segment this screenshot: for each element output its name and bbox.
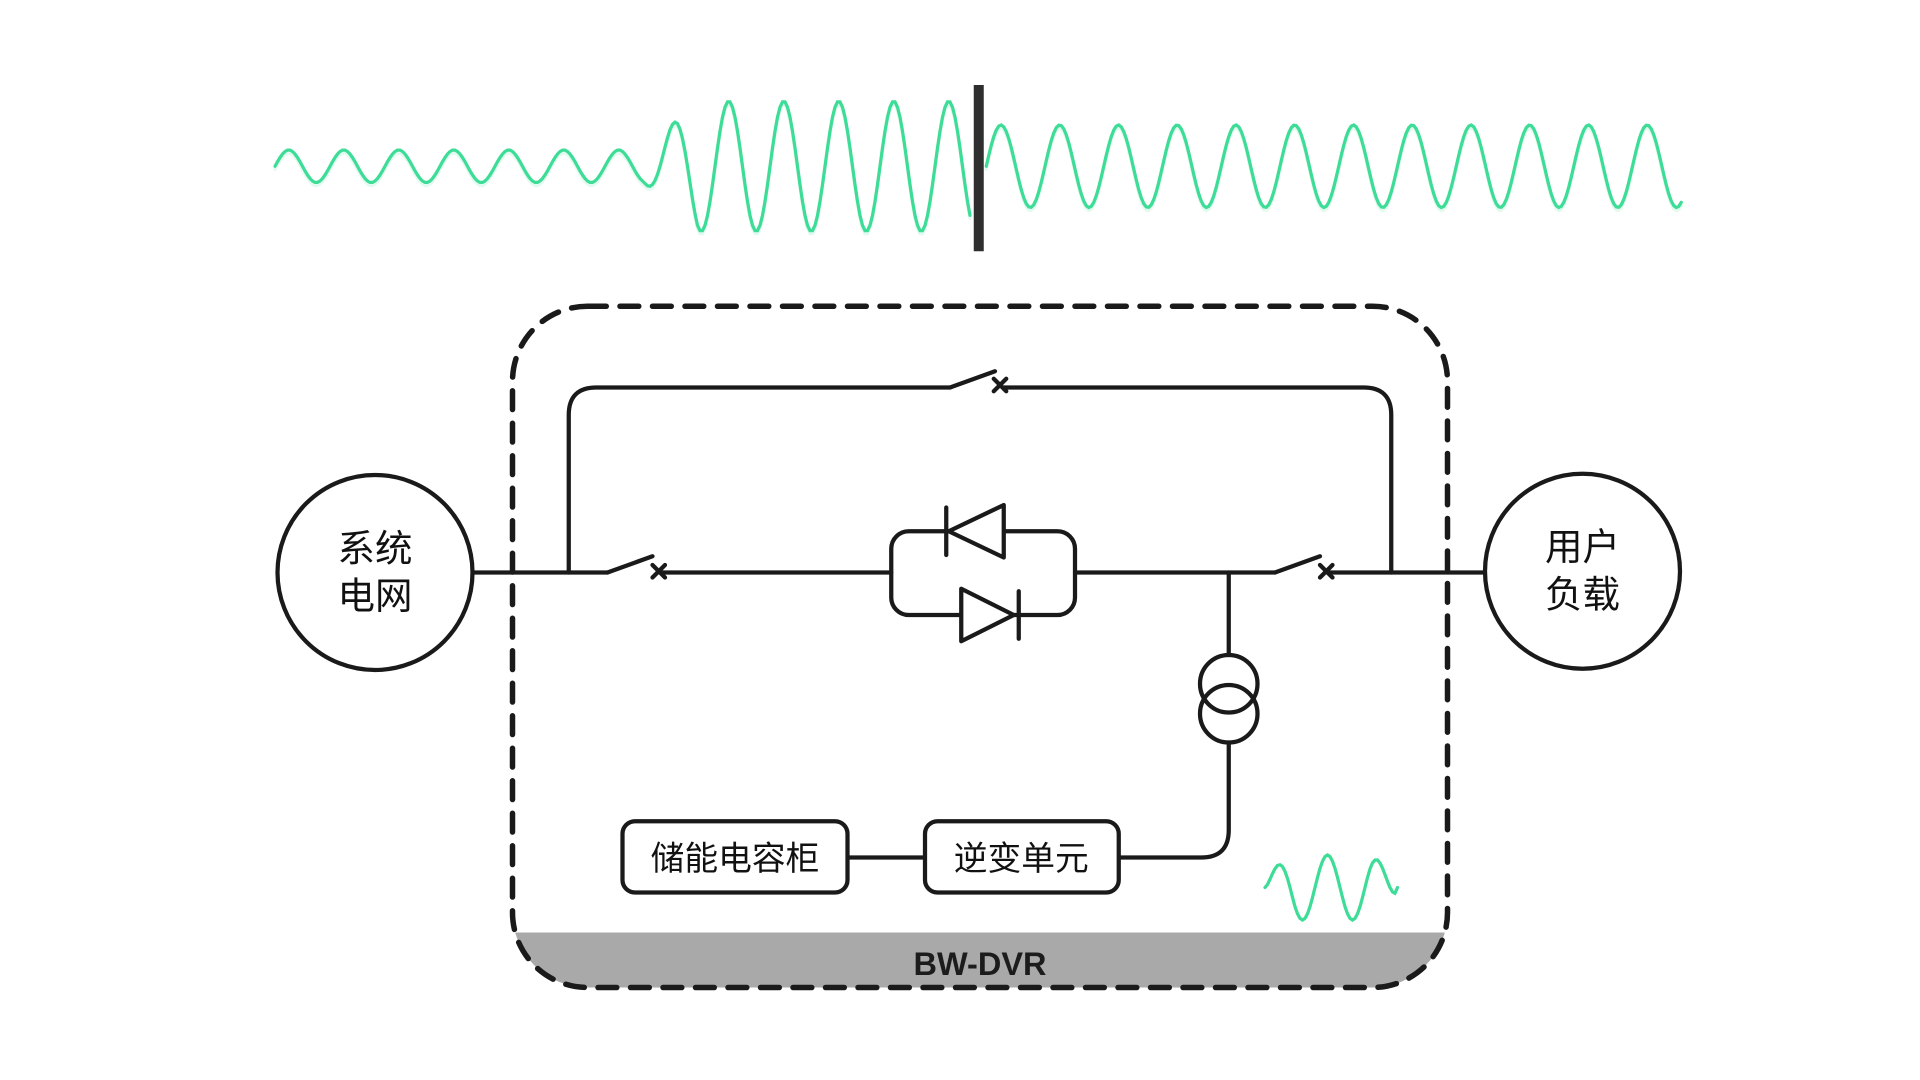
bypass-switch-blade <box>947 369 998 390</box>
load-node-label-line1: 用户 <box>1545 526 1620 568</box>
waveform-glow <box>986 128 1681 211</box>
bypass-line-left <box>566 385 953 575</box>
series-switch-left-x <box>650 562 668 580</box>
dvr-boundary <box>509 303 1451 991</box>
compensation-waveform <box>1263 853 1400 922</box>
dvr-footer-label: BW-DVR <box>914 946 1047 982</box>
load-node-label-line2: 负载 <box>1545 574 1620 616</box>
grid-node-circle <box>275 472 475 673</box>
transformer-coil-top <box>1197 652 1260 715</box>
dvr-enclosure: BW-DVR <box>509 303 1451 991</box>
load-node: 用户 负载 <box>1482 471 1683 671</box>
waveform-after-fault <box>984 123 1683 210</box>
load-node-circle <box>1482 471 1683 671</box>
compensation-wave-path <box>1263 853 1400 922</box>
series-switch-right-blade <box>1272 554 1323 575</box>
dvr-footer-bar <box>512 932 1448 988</box>
grid-node-label-line2: 电网 <box>338 575 413 617</box>
capacitor-box-label: 储能电容柜 <box>651 840 820 878</box>
series-switch-left-blade <box>605 554 655 575</box>
grid-node-label-line1: 系统 <box>338 527 413 569</box>
waveform-glow <box>275 105 970 234</box>
waveform-before-fault <box>273 100 972 233</box>
series-switch-right-x <box>1317 562 1335 580</box>
inverter-box-label: 逆变单元 <box>954 840 1089 878</box>
fault-marker-bar <box>973 85 984 252</box>
bypass-line-right <box>1001 385 1394 575</box>
thyristor-top-triangle <box>946 502 1006 560</box>
transformer-to-inverter-line <box>1116 740 1231 860</box>
grid-node: 系统 电网 <box>275 472 475 673</box>
thyristor-pair <box>889 502 1078 644</box>
inverter-box <box>922 819 1121 895</box>
grid-voltage-waveform <box>273 85 1683 252</box>
main-line <box>469 554 1490 580</box>
capacitor-box <box>620 819 850 895</box>
thyristor-bottom-triangle <box>959 586 1016 644</box>
bypass-branch <box>566 369 1394 575</box>
injection-branch: 储能电容柜 逆变单元 <box>620 570 1260 895</box>
